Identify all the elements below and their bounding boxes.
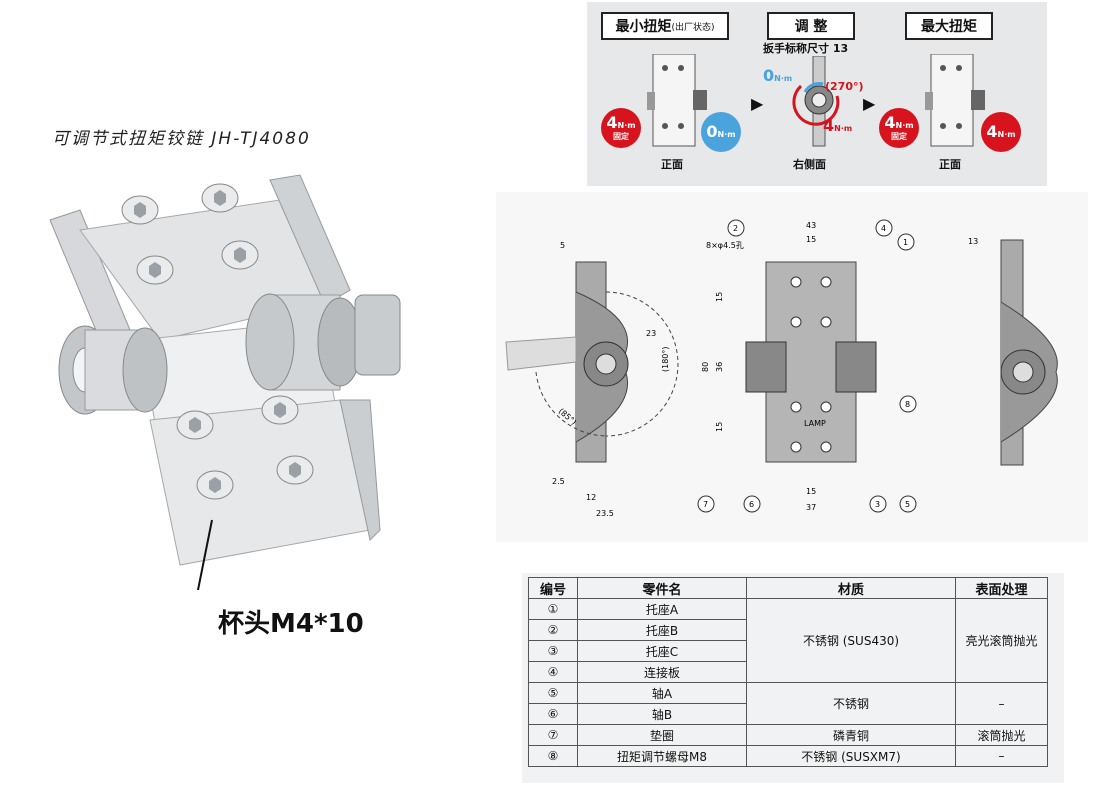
balloon-8: 8 [905,400,910,409]
dim-15-left: 15 [715,292,724,302]
finish-cell: – [955,682,1048,725]
table-row: ⑦ 垫圈 磷青铜 滚筒抛光 [528,724,1048,746]
table-row: ④ 连接板 [528,661,1048,683]
header-finish: 表面处理 [955,577,1048,599]
row-name: 轴B [577,703,747,725]
wrench-size-note: 扳手标称尺寸 13 [763,42,849,55]
table-row: ② 托座B [528,619,1048,641]
four-label: 4N·m [823,116,853,135]
table-row: ⑧ 扭矩调节螺母M8 不锈钢 (SUSXM7) – [528,745,1048,767]
zero-label: 0N·m [763,66,793,85]
finish-cell: 滚筒抛光 [955,724,1048,746]
table-row: ① 托座A 不锈钢 (SUS430) 亮光滚筒抛光 [528,598,1048,683]
balloon-5: 5 [905,500,910,509]
dim-15-lower: 15 [715,422,724,432]
row-number: ⑦ [528,724,578,746]
dim-43: 43 [806,221,816,230]
dim-80: 80 [701,362,710,372]
max-torque-badge: 4N·m [981,112,1021,152]
hinge-front-view-max [925,54,985,147]
front-label-left: 正面 [661,158,683,171]
dim-15-bottom: 15 [806,487,816,496]
finish-cell: – [955,745,1048,767]
table-row: ⑥ 轴B [528,703,1048,725]
arrow-right-icon: ▶ [751,94,764,113]
parts-table: 编号 零件名 材质 表面处理 ① 托座A 不锈钢 (SUS430) 亮光滚筒抛光… [522,573,1064,783]
row-number: ③ [528,640,578,662]
dim-15-top: 15 [806,235,816,244]
lamp-marking: LAMP [804,419,826,428]
row-name: 扭矩调节螺母M8 [577,745,747,767]
header-number: 编号 [528,577,578,599]
fixed-torque-badge-right: 4N·m 固定 [879,108,919,148]
balloon-3: 3 [875,500,880,509]
row-name: 轴A [577,682,747,704]
zero-torque-badge: 0N·m [701,112,741,152]
row-number: ② [528,619,578,641]
table-row: ③ 托座C [528,640,1048,662]
dim-12: 12 [586,493,596,502]
technical-drawing: 5 23 (180°) (85°) 2.5 12 23.5 LAMP 43 15… [496,192,1088,542]
balloon-1: 1 [903,238,908,247]
row-name: 托座B [577,619,747,641]
row-name: 托座C [577,640,747,662]
row-name: 连接板 [577,661,747,683]
product-title: 可调节式扭矩铰链 JH-TJ4080 [52,129,311,149]
hinge-side-view [792,56,840,147]
finish-cell: 亮光滚筒抛光 [955,598,1048,683]
dim-37: 37 [806,503,816,512]
balloon-7: 7 [703,500,708,509]
material-cell: 不锈钢 (SUS430) [746,598,956,683]
max-torque-header: 最大扭矩 [905,12,993,40]
adjust-header: 调 整 [767,12,855,40]
hinge-illustration [49,174,401,590]
material-cell: 不锈钢 (SUSXM7) [746,745,956,767]
arrow-right-icon-2: ▶ [863,94,876,113]
material-cell: 磷青铜 [746,724,956,746]
dim-23: 23 [646,329,656,338]
material-cell: 不锈钢 [746,682,956,725]
side-label: 右侧面 [793,158,826,171]
hole-note: 8×φ4.5孔 [706,241,744,250]
dim-13: 13 [968,237,978,246]
dim-180: (180°) [661,346,670,372]
row-number: ① [528,598,578,620]
balloon-6: 6 [749,500,754,509]
balloon-2: 2 [733,224,738,233]
dim-2-5: 2.5 [552,477,565,486]
row-number: ⑤ [528,682,578,704]
header-part-name: 零件名 [577,577,747,599]
adjustment-panel: 最小扭矩(出厂状态) 调 整 扳手标称尺寸 13 最大扭矩 4N·m 固定 0N… [587,2,1047,186]
fixed-torque-badge: 4N·m 固定 [601,108,641,148]
row-number: ⑧ [528,745,578,767]
angle-label: (270°) [825,80,864,93]
hinge-front-view-min [647,54,707,147]
table-row: ⑤ 轴A 不锈钢 – [528,682,1048,725]
front-label-right: 正面 [939,158,961,171]
row-number: ④ [528,661,578,683]
min-torque-header: 最小扭矩(出厂状态) [601,12,729,40]
dim-5: 5 [560,241,565,250]
dim-36: 36 [715,362,724,372]
header-material: 材质 [746,577,956,599]
row-number: ⑥ [528,703,578,725]
screw-callout: 杯头M4*10 [218,609,364,639]
dim-23-5: 23.5 [596,509,614,518]
row-name: 托座A [577,598,747,620]
row-name: 垫圈 [577,724,747,746]
balloon-4: 4 [881,224,886,233]
